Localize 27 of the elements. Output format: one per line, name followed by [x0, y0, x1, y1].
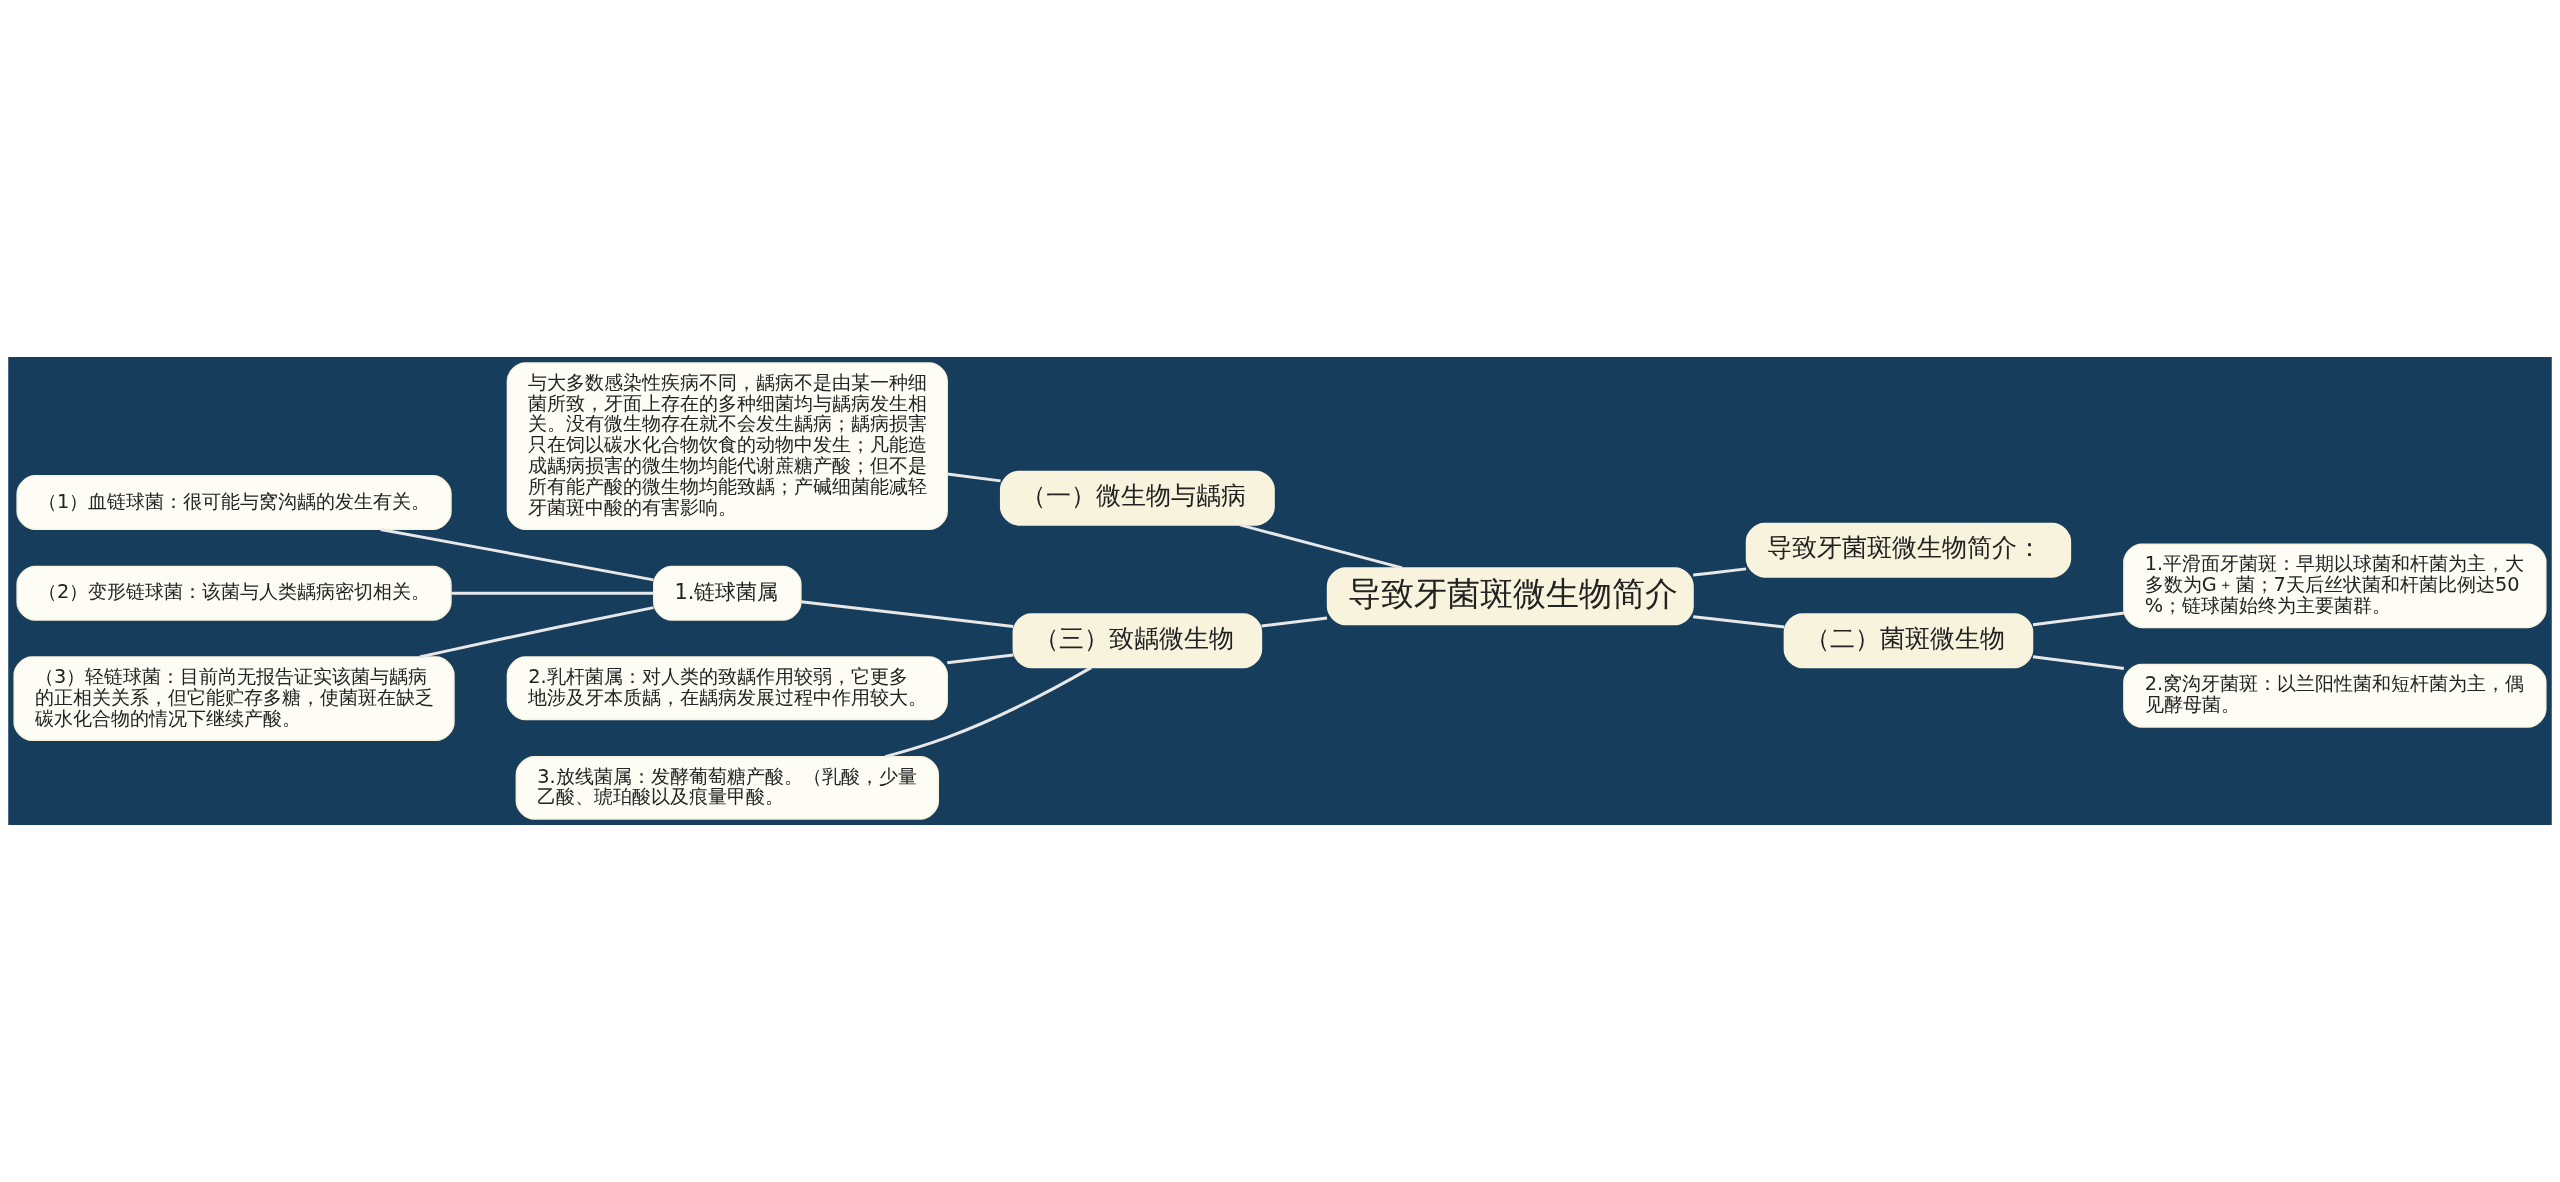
connector: [2032, 655, 2125, 670]
connector: [947, 653, 1014, 665]
connector: [1261, 616, 1328, 628]
connector: [884, 666, 1092, 759]
node-box: （三）致龋微生物: [1012, 613, 1263, 669]
node-box: 2.窝沟牙菌斑：以兰阳性菌和短杆菌为主，偶见酵母菌。: [2123, 663, 2547, 728]
connector: [380, 527, 654, 582]
connector: [947, 472, 1001, 483]
connector: [2032, 611, 2125, 627]
connector: [451, 591, 654, 595]
connector: [800, 600, 1014, 628]
connector: [419, 606, 654, 659]
node-box: 1.链球菌属: [653, 565, 802, 621]
node-box: （二）菌斑微生物: [1783, 613, 2034, 669]
node-box: （1）血链球菌：很可能与窝沟龋的发生有关。: [16, 475, 452, 531]
node-box: 导致牙菌斑微生物简介：: [1745, 522, 2072, 578]
node-box: 1.平滑面牙菌斑：早期以球菌和杆菌为主，大多数为G﹢菌；7天后丝状菌和杆菌比例达50%；链球菌始终为主要菌群。: [2123, 543, 2547, 629]
node-box: 3.放线菌属：发酵葡萄糖产酸。（乳酸，少量乙酸、琥珀酸以及痕量甲酸。: [515, 755, 940, 820]
connector: [1693, 615, 1785, 629]
node-box: （2）变形链球菌：该菌与人类龋病密切相关。: [16, 565, 452, 621]
node-box: 2.乳杆菌属：对人类的致龋作用较弱，它更多地涉及牙本质龋，在龋病发展过程中作用较大。: [506, 656, 948, 721]
node-box: （3）轻链球菌：目前尚无报告证实该菌与龋病的正相关关系，但它能贮存多糖，使菌斑在缺乏碳水化合物的情况下继续产酸。: [13, 656, 455, 742]
connector: [1693, 567, 1747, 577]
connector: [1239, 523, 1403, 570]
node-box: （一）微生物与龋病: [999, 470, 1275, 526]
node-box: 与大多数感染性疾病不同，龋病不是由某一种细菌所致，牙面上存在的多种细菌均与龋病发生相关。没有微生物存在就不会发生龋病；龋病损害只在饲以碳水化合物饮食的动物中发生；凡能造成龋病损害的微生物均能代谢蔗糖产酸；但不是所有能产酸的微生物均能致龋；产碱细菌能减轻牙菌斑中酸的有害影响。: [506, 362, 948, 531]
node-box: 导致牙菌斑微生物简介: [1326, 567, 1694, 626]
